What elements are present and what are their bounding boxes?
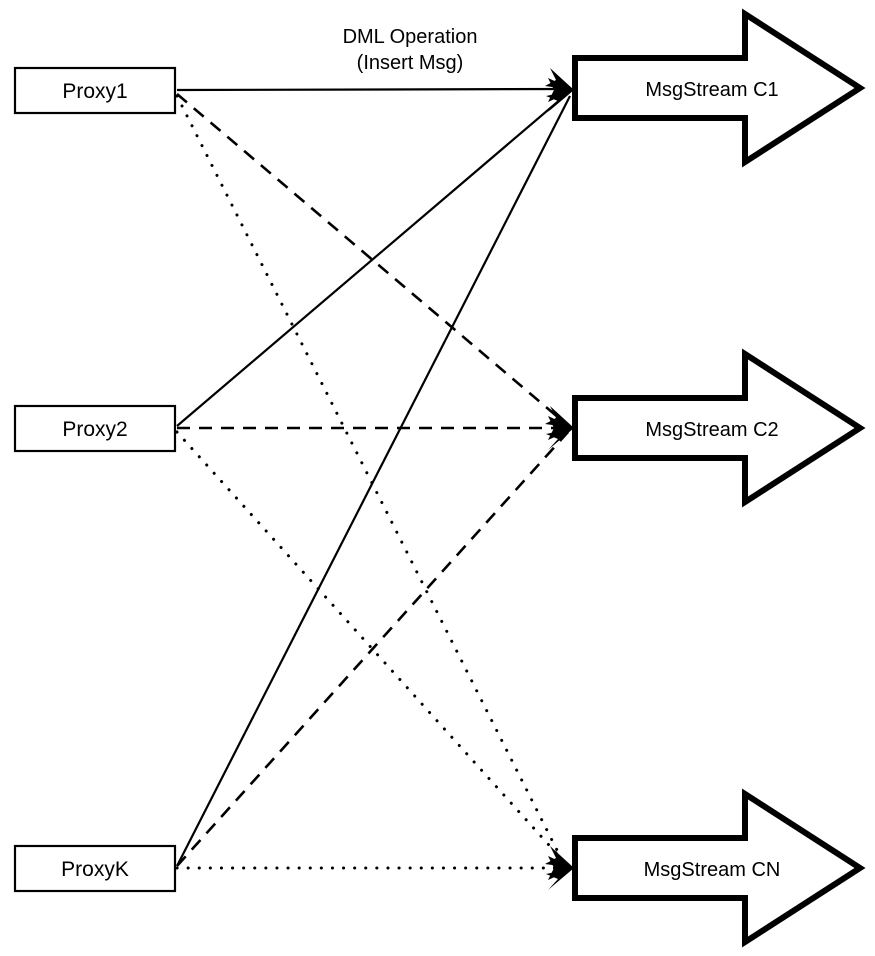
proxy1-label: Proxy1: [62, 80, 127, 103]
proxy-node-proxy2[interactable]: Proxy2: [13, 404, 177, 453]
arrowhead-msgstream-c1-icon: [545, 68, 574, 112]
link-proxyk-to-msgstream-c2: [176, 431, 569, 867]
msgstream-c1-label: MsgStream C1: [645, 79, 778, 101]
proxy2-label: Proxy2: [62, 418, 127, 441]
msgstream-cn-label: MsgStream CN: [644, 859, 781, 881]
edge-caption: DML Operation (Insert Msg): [343, 26, 478, 74]
link-layer: [175, 87, 571, 870]
link-proxy1-to-msgstream-c2: [176, 93, 567, 425]
proxyk-label: ProxyK: [61, 858, 129, 881]
proxy2-box[interactable]: [13, 404, 177, 453]
arrowhead-msgstream-cn-icon: [545, 846, 574, 890]
stream-node-msgstream-cn[interactable]: MsgStream CN: [572, 788, 866, 948]
link-proxy2-to-msgstream-cn: [175, 430, 568, 866]
proxy1-box[interactable]: [13, 66, 177, 115]
edge-caption-line-2: (Insert Msg): [357, 52, 464, 74]
proxy-node-proxyk[interactable]: ProxyK: [13, 844, 177, 893]
stream-node-msgstream-c1[interactable]: MsgStream C1: [572, 8, 866, 168]
edge-caption-line-1: DML Operation: [343, 26, 478, 48]
msgstream-c2-arrow-shape[interactable]: [572, 348, 866, 508]
arrowhead-msgstream-c2-icon: [545, 406, 574, 450]
stream-node-msgstream-c2[interactable]: MsgStream C2: [572, 348, 866, 508]
proxy-node-proxy1[interactable]: Proxy1: [13, 66, 177, 115]
proxyk-box[interactable]: [13, 844, 177, 893]
link-proxy1-to-msgstream-c1: [176, 87, 571, 92]
arrowhead-layer: [545, 68, 574, 890]
link-proxyk-to-msgstream-c1: [176, 95, 571, 867]
link-proxy1-to-msgstream-cn: [175, 94, 566, 866]
msgstream-c2-label: MsgStream C2: [645, 419, 778, 441]
msgstream-cn-arrow-shape[interactable]: [572, 788, 866, 948]
msgstream-c1-arrow-shape[interactable]: [572, 8, 866, 168]
link-proxy2-to-msgstream-c1: [176, 92, 569, 427]
